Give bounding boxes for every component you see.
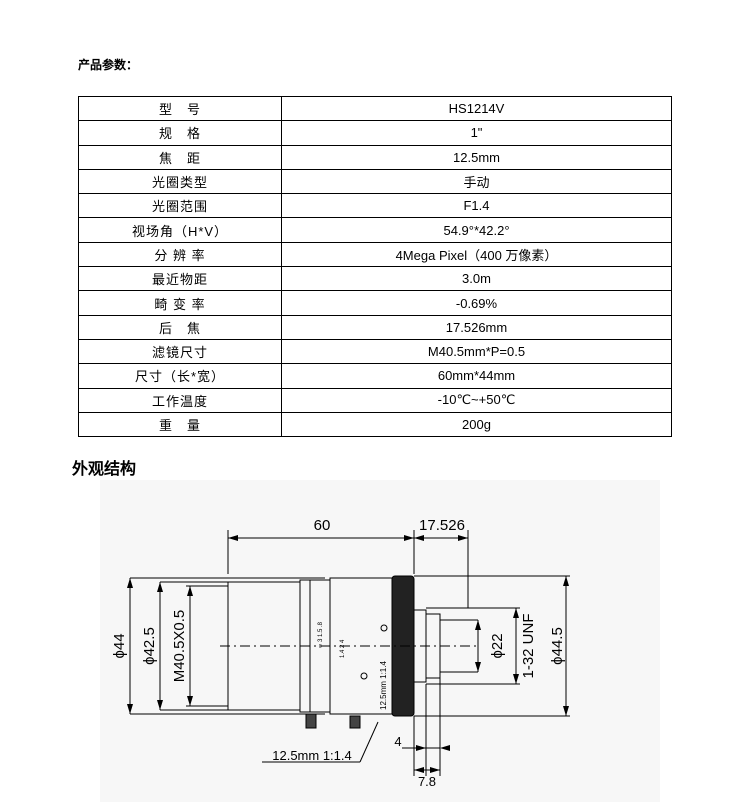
dim-label-17-526: 17.526 <box>419 517 465 534</box>
spec-value: M40.5mm*P=0.5 <box>281 338 672 365</box>
params-heading: 产品参数： <box>78 58 139 72</box>
index-dot <box>380 624 388 632</box>
spec-label: 工作温度 <box>78 387 282 413</box>
spec-label: 型 号 <box>78 95 282 122</box>
focus-scale-mark: ∞ 3 1.5 .8 <box>318 621 324 648</box>
dim-label-unf: 1-32 UNF <box>520 613 537 678</box>
spec-label: 规 格 <box>78 120 282 146</box>
spec-value: 54.9°*42.2° <box>281 217 672 243</box>
dim-label-4: 4 <box>394 734 401 749</box>
spec-label: 滤镜尺寸 <box>78 338 282 365</box>
dim-label-dia22: ϕ22 <box>489 633 506 658</box>
dim-label-dia44: ϕ44 <box>111 633 128 658</box>
dim-label-dia44-5: ϕ44.5 <box>549 627 566 665</box>
spec-row: 尺寸（长*宽）60mm*44mm <box>78 363 672 389</box>
spec-label: 视场角（H*V） <box>78 217 282 243</box>
spec-label: 畸 变 率 <box>78 290 282 316</box>
spec-label: 重 量 <box>78 411 282 438</box>
spec-row: 光圈类型手动 <box>78 168 672 195</box>
spec-value: -10℃~+50℃ <box>281 387 672 413</box>
spec-row: 工作温度-10℃~+50℃ <box>78 387 672 413</box>
spec-label: 后 焦 <box>78 314 282 340</box>
spec-label: 最近物距 <box>78 266 282 292</box>
dim-label-60: 60 <box>314 517 331 534</box>
barrel-engraving: 12.5mm 1:1.4 <box>379 661 388 710</box>
drawing-background <box>100 480 660 802</box>
lens-note-label: 12.5mm 1:1.4 <box>272 748 352 763</box>
spec-value: F1.4 <box>281 193 672 219</box>
section-title-appearance: 外观结构 <box>72 459 137 478</box>
spec-value: HS1214V <box>281 95 672 122</box>
spec-value: 60mm*44mm <box>281 363 672 389</box>
spec-value: 4Mega Pixel（400 万像素） <box>281 241 672 268</box>
leader-line <box>359 721 379 763</box>
dim-label-dia42-5: ϕ42.5 <box>141 627 158 665</box>
spec-label: 光圈类型 <box>78 168 282 195</box>
spec-value: 200g <box>281 411 672 438</box>
spec-row: 视场角（H*V）54.9°*42.2° <box>78 217 672 243</box>
spec-label: 光圈范围 <box>78 193 282 219</box>
spec-label: 分 辨 率 <box>78 241 282 268</box>
spec-value: 17.526mm <box>281 314 672 340</box>
dim-label-7-8: 7.8 <box>418 774 436 789</box>
spec-value: -0.69% <box>281 290 672 316</box>
index-dot <box>360 672 368 680</box>
lens-dimension-drawing: ∞ 3 1.5 .8 1.4 2 4 12.5mm 1:1.4 60 17.52… <box>100 480 660 802</box>
spec-value: 1" <box>281 120 672 146</box>
iris-scale-mark: 1.4 2 4 <box>340 639 346 658</box>
spec-value: 12.5mm <box>281 144 672 170</box>
spec-label: 尺寸（长*宽） <box>78 363 282 389</box>
spec-value: 3.0m <box>281 266 672 292</box>
set-screw <box>305 713 317 729</box>
spec-value: 手动 <box>281 168 672 195</box>
spec-row: 畸 变 率-0.69% <box>78 290 672 316</box>
dim-label-m40-5: M40.5X0.5 <box>171 610 188 683</box>
set-screw <box>349 715 361 729</box>
spec-label: 焦 距 <box>78 144 282 170</box>
